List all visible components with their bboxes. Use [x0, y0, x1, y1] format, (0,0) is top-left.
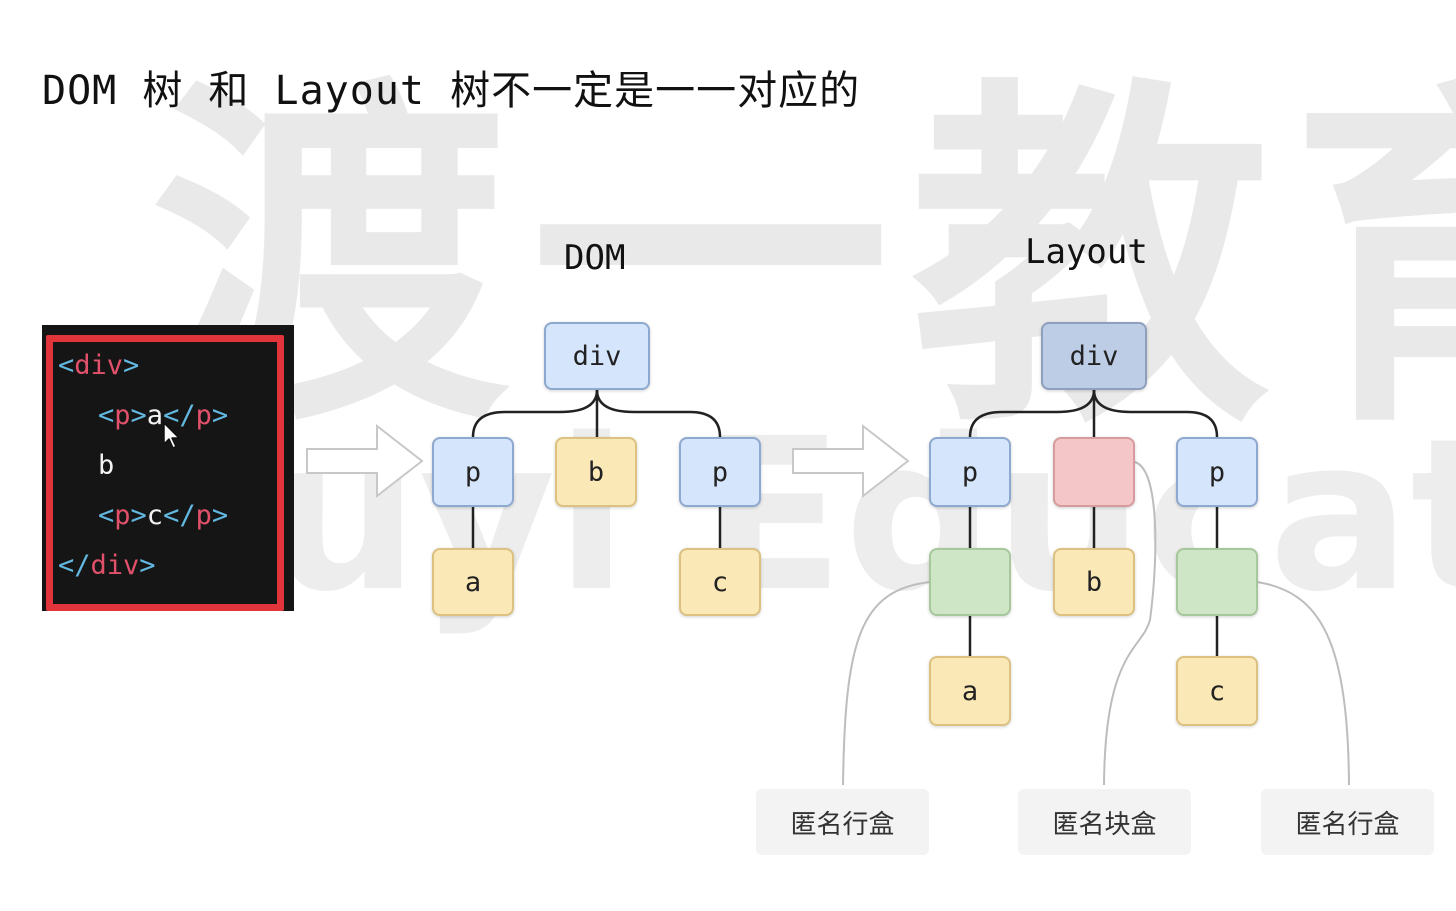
code-highlight-frame — [46, 335, 284, 611]
code-line-5: </div> — [58, 550, 156, 581]
annotation-anon-inline-box-right: 匿名行盒 — [1261, 789, 1434, 855]
code-line-3: b — [98, 450, 115, 481]
layout-node-p-right: p — [1176, 437, 1258, 507]
layout-node-p-left: p — [929, 437, 1011, 507]
dom-node-text-a: a — [432, 548, 514, 616]
layout-node-anonymous-inline-box-right — [1176, 548, 1258, 616]
leader-anon-block — [1103, 461, 1157, 786]
layout-node-text-c: c — [1176, 656, 1258, 726]
leader-anon-inline-right — [1256, 581, 1350, 786]
edge-layout-div-p-left — [968, 389, 1096, 438]
edge-dom-div-p-left — [471, 389, 599, 438]
code-line-4: <p>c</p> — [98, 500, 229, 531]
code-line-1: <div> — [58, 350, 140, 381]
arrow-right-icon — [792, 423, 910, 499]
annotation-anon-inline-box-left: 匿名行盒 — [756, 789, 929, 855]
dom-node-text-b: b — [555, 437, 637, 507]
layout-node-text-a: a — [929, 656, 1011, 726]
dom-node-text-c: c — [679, 548, 761, 616]
dom-tree-label: DOM — [564, 238, 626, 278]
dom-node-p-right: p — [679, 437, 761, 507]
code-panel — [42, 325, 294, 611]
layout-node-anonymous-inline-box-left — [929, 548, 1011, 616]
layout-node-text-b: b — [1053, 548, 1135, 616]
leader-anon-inline-left — [842, 581, 931, 786]
layout-node-anonymous-block-box — [1053, 437, 1135, 507]
arrow-right-icon — [306, 423, 424, 499]
code-line-2: <p>a</p> — [98, 400, 229, 431]
layout-tree-label: Layout — [1025, 232, 1148, 272]
dom-node-div: div — [544, 322, 650, 390]
mouse-pointer-icon — [163, 422, 180, 449]
annotation-anon-block-box: 匿名块盒 — [1018, 789, 1191, 855]
layout-node-div: div — [1041, 322, 1147, 390]
slide-title: DOM 树 和 Layout 树不一定是一一对应的 — [42, 68, 861, 114]
dom-node-p-left: p — [432, 437, 514, 507]
edge-dom-div-p-right — [595, 389, 722, 438]
edge-layout-div-p-right — [1092, 389, 1219, 438]
